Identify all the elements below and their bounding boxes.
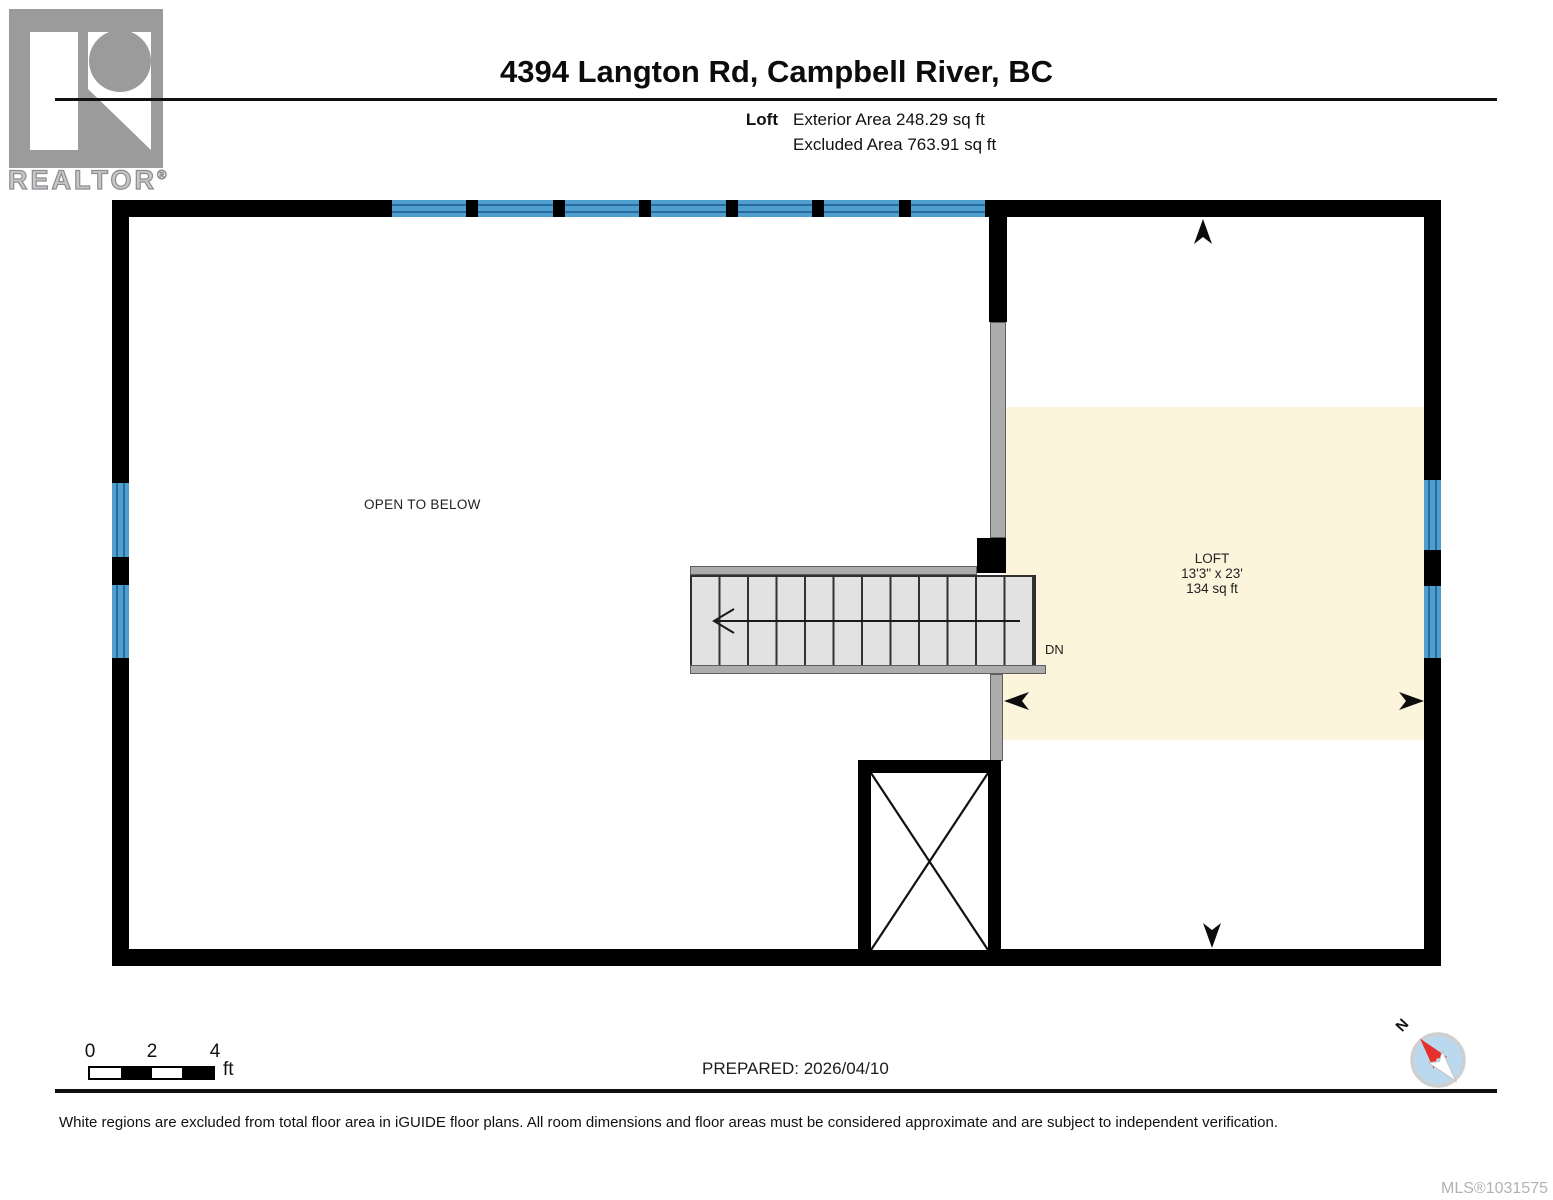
wall-right — [1424, 200, 1441, 966]
slope-arrow-right-icon — [1399, 692, 1424, 710]
realtor-wordmark: REALTOR® — [7, 164, 167, 195]
window — [564, 200, 640, 217]
compass-icon — [1410, 1032, 1466, 1088]
railing-lower — [990, 674, 1003, 761]
window — [1424, 586, 1441, 658]
window — [824, 200, 899, 217]
floor-label: Loft — [745, 110, 778, 129]
shaft-x-icon — [871, 773, 988, 950]
window — [910, 200, 985, 217]
mls-number: MLS®1031575 — [1441, 1180, 1548, 1197]
scale-segment — [151, 1068, 183, 1078]
stairs-top-rail — [690, 566, 977, 575]
window — [392, 200, 467, 217]
wall-stub — [977, 538, 1006, 573]
window — [478, 200, 553, 217]
page-title: 4394 Langton Rd, Campbell River, BC — [500, 54, 1053, 89]
room-area: 134 sq ft — [1186, 581, 1238, 596]
window — [1424, 480, 1441, 550]
scale-segment — [120, 1068, 152, 1078]
scale-segment — [182, 1068, 213, 1078]
registered-mark: ® — [157, 167, 167, 183]
window — [112, 483, 129, 557]
stair-dn-label: DN — [1045, 642, 1064, 657]
slope-arrow-left-icon — [1004, 692, 1029, 710]
prepared-date: PREPARED: 2026/04/10 — [702, 1059, 889, 1078]
room-name: LOFT — [1194, 551, 1230, 566]
window-band-top — [392, 200, 985, 217]
scale-unit: ft — [223, 1059, 234, 1080]
title-divider — [55, 98, 1497, 101]
slope-arrow-up-icon — [1194, 219, 1212, 244]
window — [112, 585, 129, 658]
excluded-area-text: Excluded Area 763.91 sq ft — [793, 135, 997, 154]
realtor-logo-icon — [9, 9, 163, 168]
loft-included-area — [1003, 407, 1424, 740]
stairs-bottom-rail — [690, 665, 1046, 674]
window — [737, 200, 813, 217]
scale-bar — [88, 1066, 215, 1080]
wall-left — [112, 200, 129, 966]
exterior-area-text: Exterior Area 248.29 sq ft — [793, 110, 985, 129]
open-to-below-label: OPEN TO BELOW — [364, 497, 481, 512]
open-shaft — [858, 760, 1001, 963]
scale-tick-0: 0 — [84, 1041, 96, 1062]
scale-tick-2: 2 — [146, 1041, 158, 1062]
room-label: LOFT 13'3" x 23' 134 sq ft — [1102, 551, 1322, 596]
stair-direction-arrow-icon — [712, 608, 1020, 634]
scale-segment — [90, 1068, 121, 1078]
window — [651, 200, 726, 217]
slope-arrow-down-icon — [1203, 923, 1221, 948]
room-dimensions: 13'3" x 23' — [1181, 566, 1243, 581]
footer-disclaimer: White regions are excluded from total fl… — [59, 1114, 1278, 1131]
footer-divider — [55, 1089, 1497, 1093]
wall-bottom — [112, 949, 1441, 966]
scale-tick-4: 4 — [209, 1041, 221, 1062]
interior-wall — [989, 200, 1007, 322]
railing-upper — [990, 322, 1006, 538]
